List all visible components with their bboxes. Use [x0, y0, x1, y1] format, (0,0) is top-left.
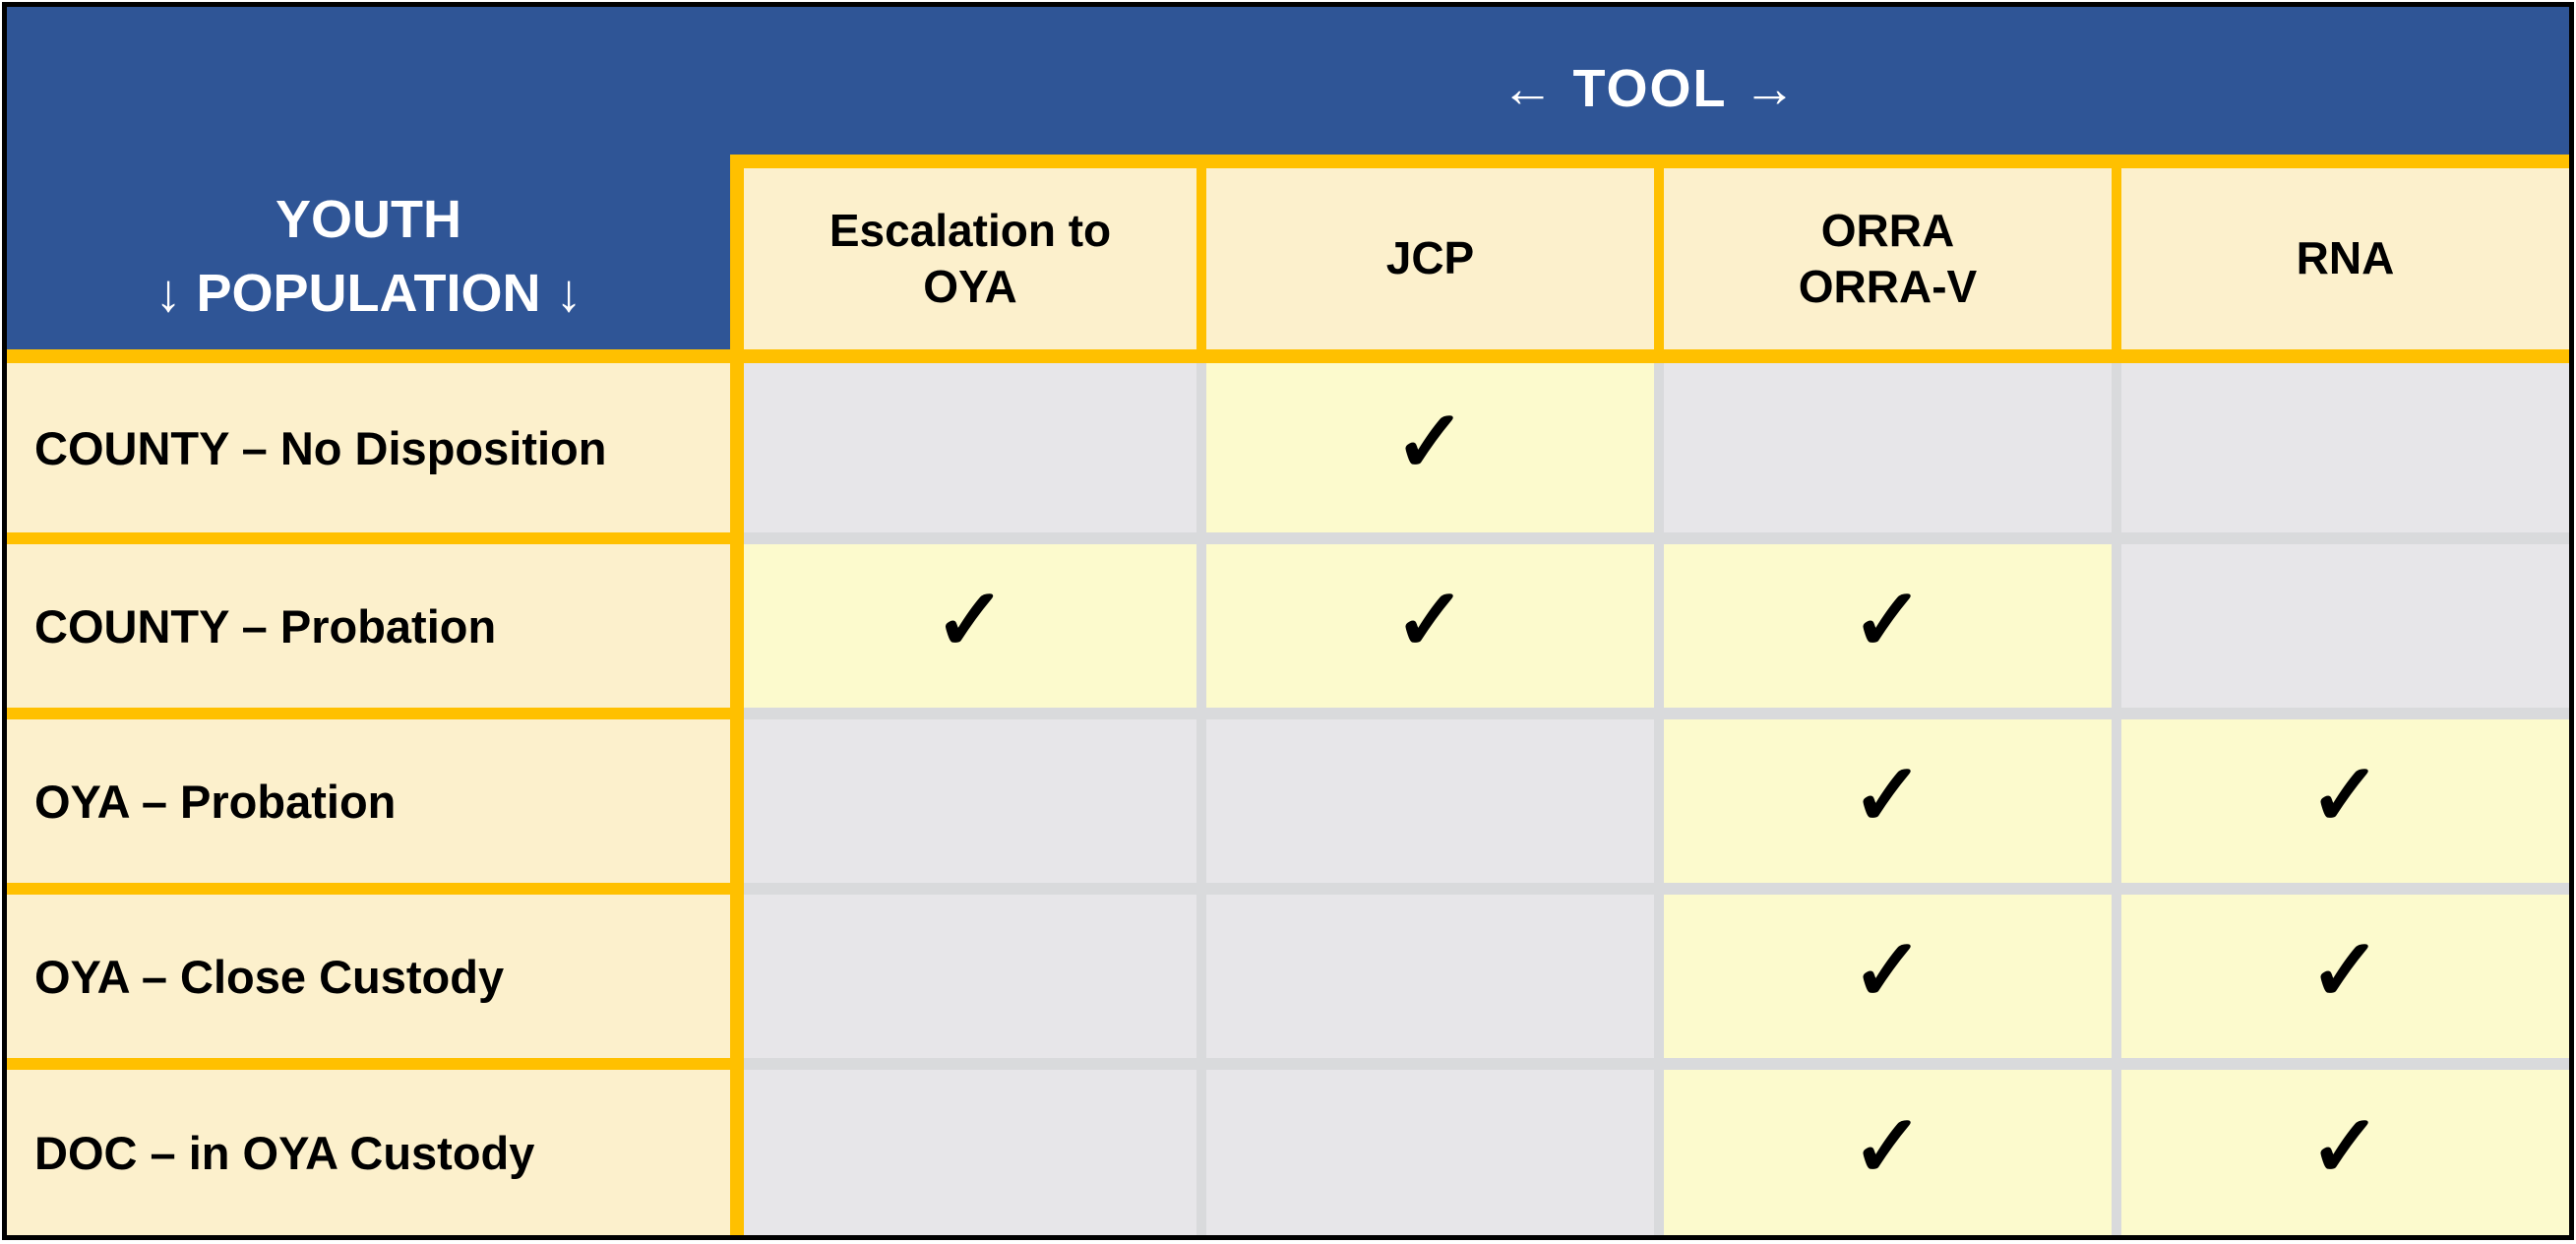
- row-label-county-probation: COUNTY – Probation: [7, 544, 730, 708]
- tool-axis-label: ← TOOL →: [1501, 59, 1799, 118]
- row-divider-gold: [7, 532, 730, 544]
- matrix-cell: [744, 719, 1196, 883]
- matrix-cell: [744, 1070, 1196, 1235]
- label-column-gold-border: [730, 155, 744, 1235]
- matrix-cell: ✓: [1664, 895, 2112, 1058]
- matrix-cell: ✓: [2121, 895, 2569, 1058]
- population-axis-label: YOUTH ↓ POPULATION ↓: [7, 7, 730, 349]
- matrix-cell: ✓: [1664, 719, 2112, 883]
- matrix-cell: [1206, 719, 1654, 883]
- column-header-rna: RNA: [2121, 168, 2569, 349]
- population-axis-line2: ↓ POPULATION ↓: [154, 264, 583, 323]
- column-header-orra-orra-v: ORRA ORRA-V: [1664, 168, 2112, 349]
- matrix-cell: [744, 895, 1196, 1058]
- row-label-oya-probation: OYA – Probation: [7, 719, 730, 883]
- row-divider-gold: [7, 883, 730, 895]
- row-label-county-no-disposition: COUNTY – No Disposition: [7, 363, 730, 532]
- tool-header-band: [7, 7, 2569, 155]
- matrix-cell: ✓: [744, 544, 1196, 708]
- matrix-cell: ✓: [1664, 1070, 2112, 1235]
- matrix-cell: [2121, 544, 2569, 708]
- matrix-cell: ✓: [2121, 1070, 2569, 1235]
- column-header-escalation-to-oya: Escalation to OYA: [744, 168, 1196, 349]
- row-divider-gold: [7, 1058, 730, 1070]
- matrix-cell: ✓: [1206, 544, 1654, 708]
- matrix-cell: [2121, 363, 2569, 532]
- matrix-cell: [1664, 363, 2112, 532]
- matrix-cell: ✓: [1664, 544, 2112, 708]
- matrix-cell: [1206, 895, 1654, 1058]
- matrix-cell: ✓: [2121, 719, 2569, 883]
- row-label-doc-in-oya-custody: DOC – in OYA Custody: [7, 1070, 730, 1235]
- matrix-cell: [1206, 1070, 1654, 1235]
- matrix-cell: ✓: [1206, 363, 1654, 532]
- population-header-block: [7, 155, 730, 349]
- header-bottom-gold-border: [7, 349, 2569, 363]
- population-axis-line1: YOUTH: [276, 190, 461, 250]
- matrix-cell: [744, 363, 1196, 532]
- column-header-jcp: JCP: [1206, 168, 1654, 349]
- row-divider-gold: [7, 708, 730, 719]
- row-label-oya-close-custody: OYA – Close Custody: [7, 895, 730, 1058]
